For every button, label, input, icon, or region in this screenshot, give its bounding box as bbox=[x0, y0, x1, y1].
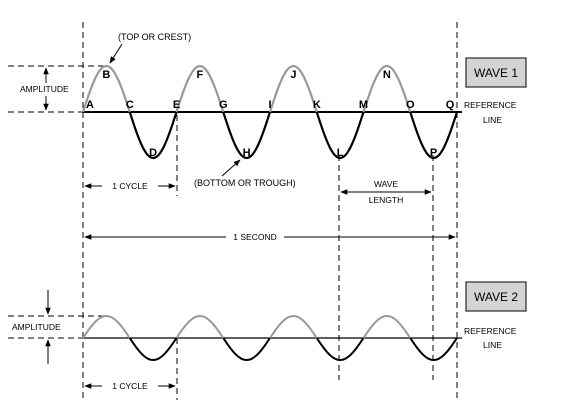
point-label-h: H bbox=[243, 147, 251, 159]
reference-label-1b: LINE bbox=[483, 115, 502, 125]
crest-pointer bbox=[109, 43, 123, 64]
wave1-cycle-4-pos-half bbox=[362, 64, 412, 113]
wave1-cycle-1-pos-half bbox=[81, 64, 131, 113]
point-label-f: F bbox=[197, 69, 204, 81]
wave2-cycle-3-pos-half bbox=[269, 314, 318, 339]
trough-label: (BOTTOM OR TROUGH) bbox=[194, 178, 296, 188]
point-label-j: J bbox=[290, 69, 296, 81]
point-label-o: O bbox=[406, 99, 415, 111]
wave1-cycle-4-neg-half bbox=[409, 111, 459, 160]
point-label-b: B bbox=[102, 69, 110, 81]
amplitude-label-1: AMPLITUDE bbox=[20, 84, 69, 94]
amplitude-label-2: AMPLITUDE bbox=[12, 322, 61, 332]
point-label-a: A bbox=[86, 99, 94, 111]
wave-1-title-box: WAVE 1 bbox=[465, 57, 527, 88]
crest-label: (TOP OR CREST) bbox=[118, 32, 191, 42]
wave1-cycle-2-pos-half bbox=[175, 64, 225, 113]
point-label-i: I bbox=[268, 99, 271, 111]
wavelength-label-2: LENGTH bbox=[369, 195, 403, 205]
point-label-p: P bbox=[430, 147, 437, 159]
cycle-label-2: 1 CYCLE bbox=[112, 381, 148, 391]
wave2-cycle-1-neg-half bbox=[128, 337, 178, 362]
point-label-m: M bbox=[359, 99, 368, 111]
reference-label-2a: REFERENCE bbox=[464, 326, 517, 336]
wave2-cycle-4-pos-half bbox=[362, 314, 412, 339]
point-label-n: N bbox=[383, 69, 391, 81]
reference-label-1a: REFERENCE bbox=[464, 100, 517, 110]
point-label-c: C bbox=[126, 99, 134, 111]
point-label-d: D bbox=[149, 147, 157, 159]
wave2-cycle-2-neg-half bbox=[222, 337, 271, 362]
wave-2-title-box: WAVE 2 bbox=[465, 281, 527, 312]
svg-text:WAVE 2: WAVE 2 bbox=[474, 290, 518, 304]
wave2-cycle-2-pos-half bbox=[175, 314, 225, 339]
point-label-g: G bbox=[219, 99, 228, 111]
wave1-cycle-2-neg-half bbox=[222, 111, 272, 160]
second-label: 1 SECOND bbox=[233, 232, 276, 242]
wave2-cycle-3-neg-half bbox=[315, 337, 365, 362]
svg-text:WAVE 1: WAVE 1 bbox=[474, 66, 518, 80]
reference-label-2b: LINE bbox=[483, 340, 502, 350]
wave-2-curve bbox=[82, 314, 458, 362]
wave2-cycle-4-neg-half bbox=[409, 337, 458, 362]
cycle-label-1: 1 CYCLE bbox=[112, 181, 148, 191]
wave-1-curve bbox=[81, 64, 459, 160]
point-label-e: E bbox=[173, 99, 180, 111]
point-label-k: K bbox=[313, 99, 321, 111]
wave1-cycle-1-neg-half bbox=[128, 111, 178, 160]
point-label-q: Q bbox=[446, 99, 455, 111]
point-labels: A B C D E F G H I J K L M N O P Q bbox=[86, 69, 455, 159]
wavelength-label-1: WAVE bbox=[374, 179, 398, 189]
wave1-cycle-3-pos-half bbox=[268, 64, 318, 113]
point-label-l: L bbox=[337, 147, 344, 159]
trough-pointer bbox=[221, 159, 241, 177]
wave1-cycle-3-neg-half bbox=[315, 111, 365, 160]
wave2-cycle-1-pos-half bbox=[82, 314, 131, 339]
